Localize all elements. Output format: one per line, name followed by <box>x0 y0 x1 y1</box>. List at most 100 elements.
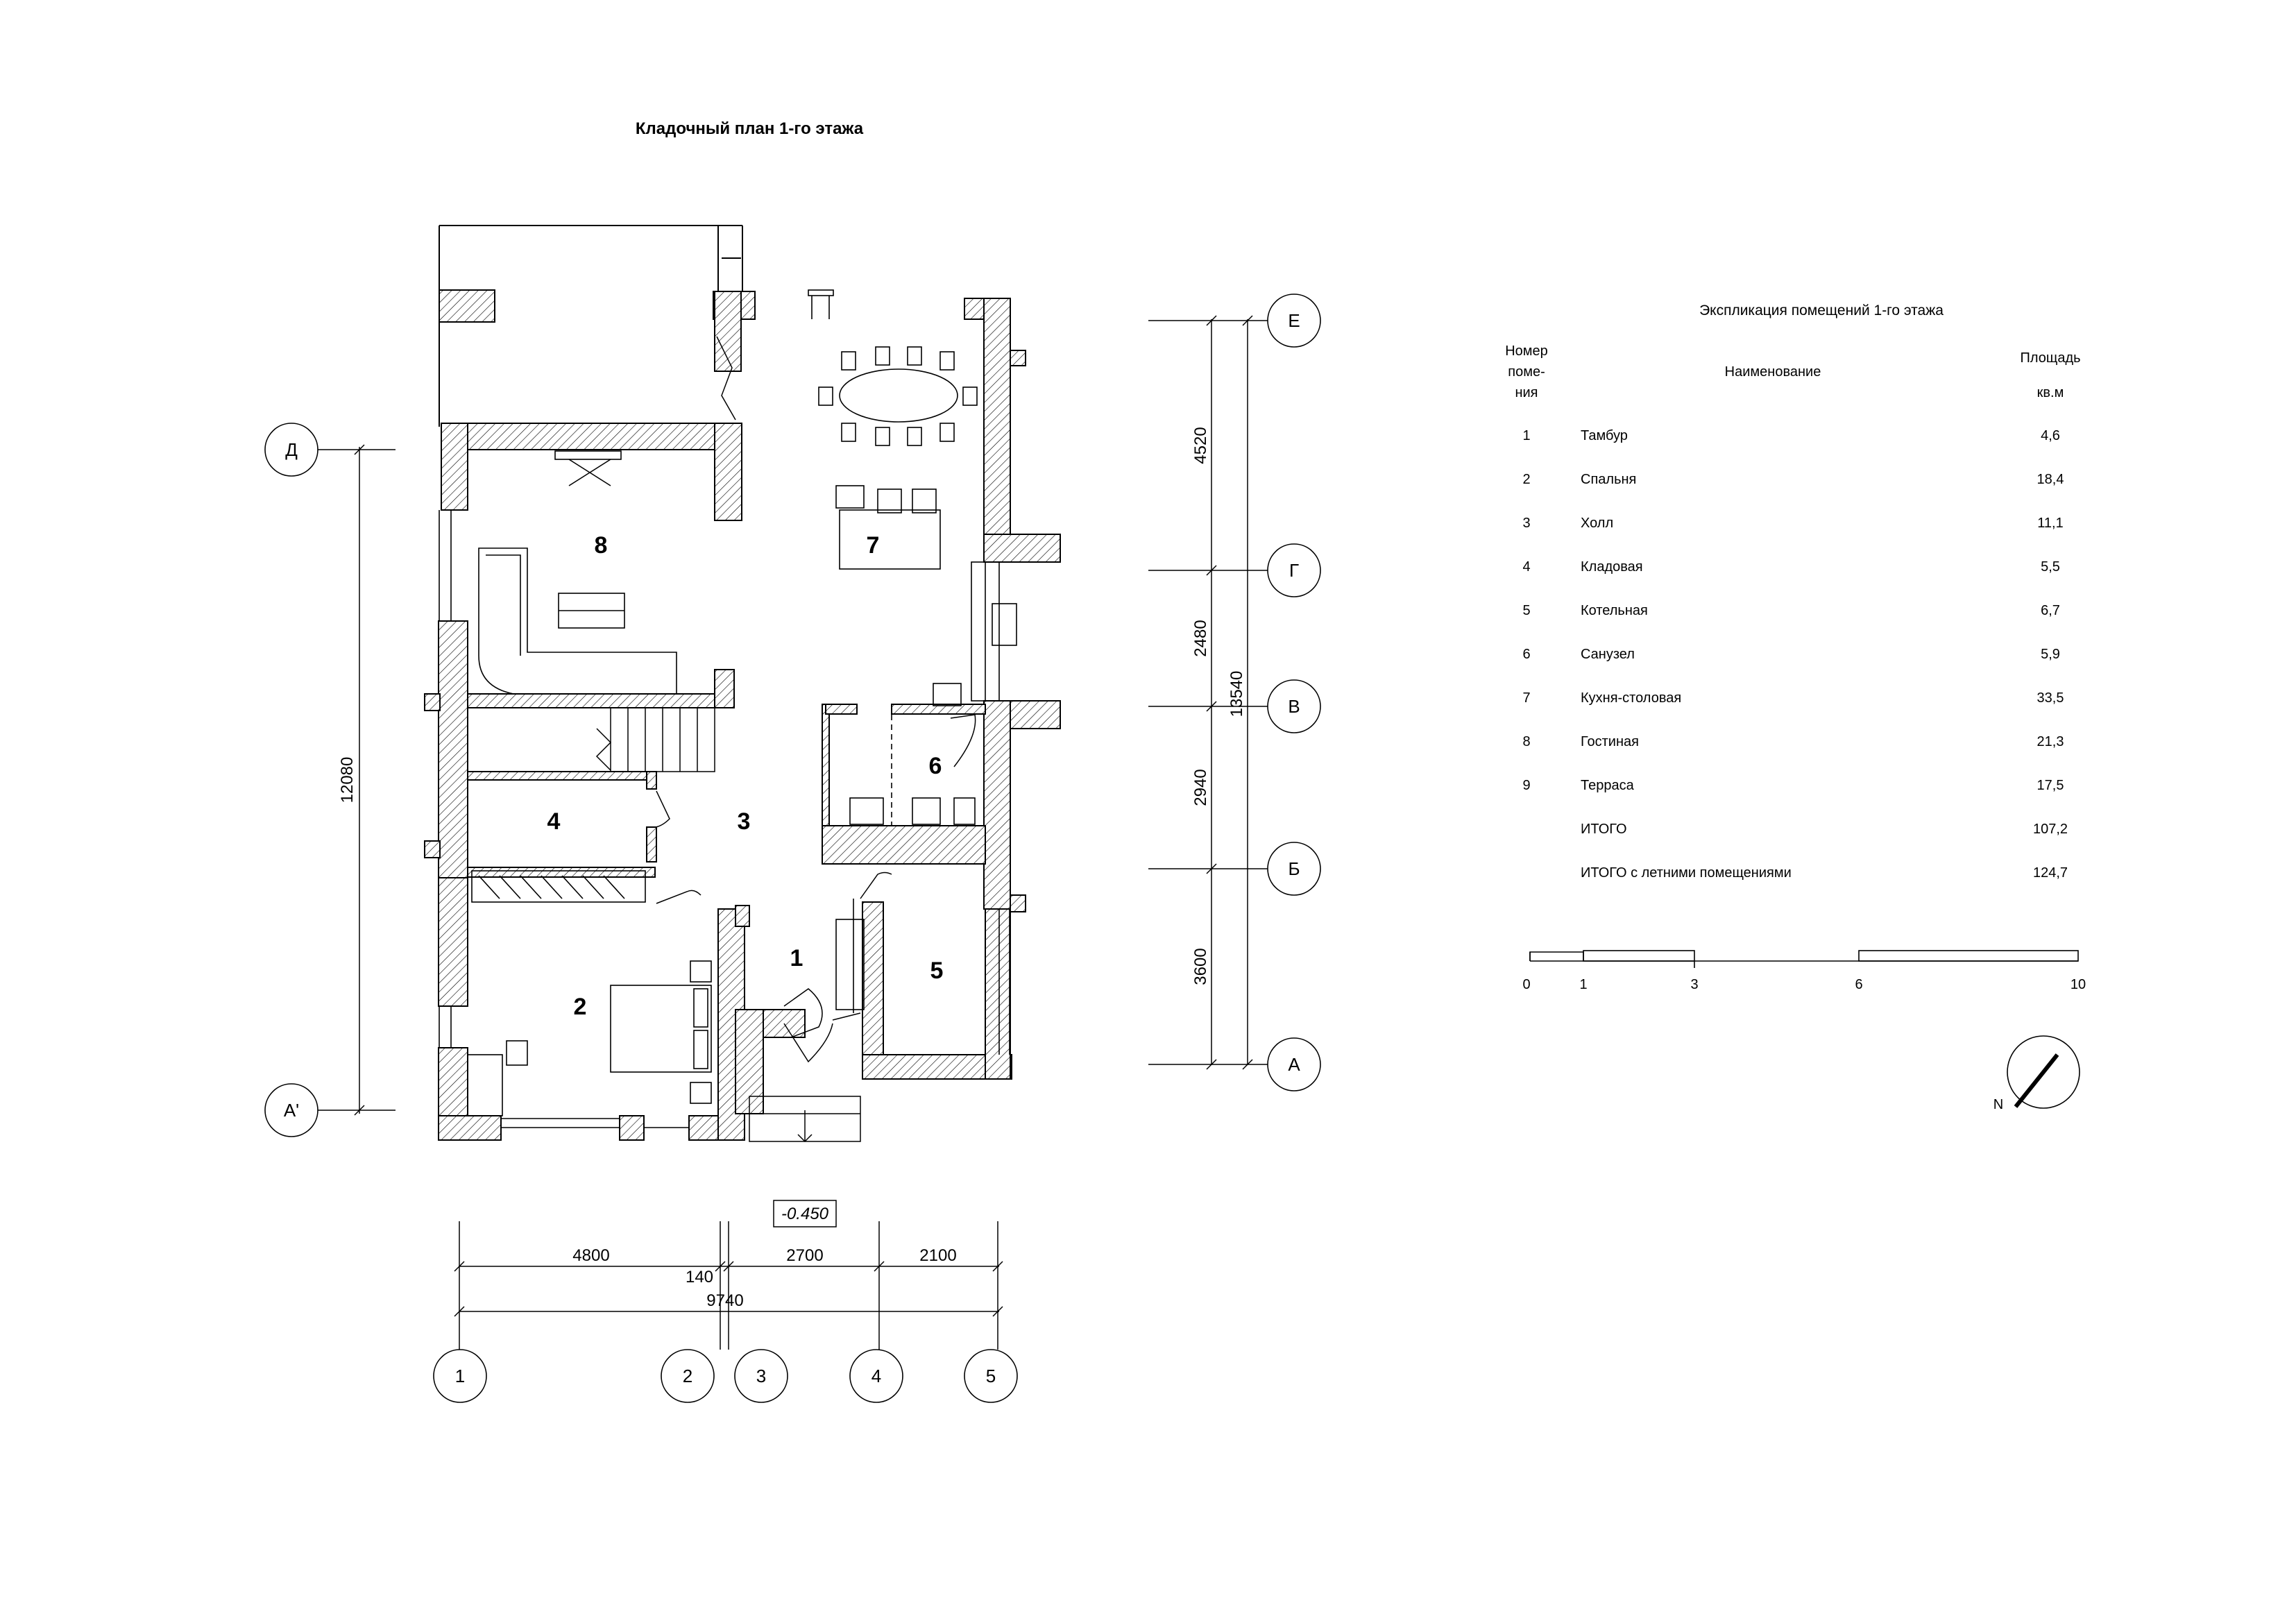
dim-bottom-4800: 4800 <box>572 1246 609 1265</box>
header-number-2: поме- <box>1508 364 1545 380</box>
table-row: 6 Санузел 5,9 <box>1522 647 2059 662</box>
row-area: 124,7 <box>2033 865 2068 881</box>
row-name: Кладовая <box>1581 559 1643 575</box>
axis-E: Е <box>1288 310 1300 331</box>
axis-5: 5 <box>986 1366 996 1386</box>
bedroom-set <box>467 870 865 1116</box>
row-num: 5 <box>1522 603 1530 618</box>
bathroom-fixtures <box>849 715 976 826</box>
staircase <box>595 707 715 772</box>
row-area: 4,6 <box>2041 428 2060 443</box>
room-5-number: 5 <box>930 958 944 984</box>
table-row: ИТОГО с летними помещениями 124,7 <box>1581 865 2068 881</box>
row-name: Тамбур <box>1581 428 1628 443</box>
row-name: Спальня <box>1581 472 1636 487</box>
dimension-lines <box>300 315 1275 1350</box>
dim-right-2480: 2480 <box>1191 620 1210 656</box>
row-area: 18,4 <box>2037 472 2064 487</box>
axis-4: 4 <box>871 1366 881 1386</box>
room-3-number: 3 <box>738 808 751 835</box>
explication-title: Экспликация помещений 1-го этажа <box>1699 303 1944 318</box>
room-6-number: 6 <box>929 753 942 779</box>
axis-G: Г <box>1289 560 1299 581</box>
windows <box>439 289 1010 1128</box>
row-num: 1 <box>1522 428 1530 443</box>
room-4-number: 4 <box>547 808 561 835</box>
room-7-number: 7 <box>867 532 880 559</box>
dim-bottom-2100: 2100 <box>919 1246 956 1265</box>
header-area-1: Площадь <box>2020 350 2080 366</box>
table-row: 5 Котельная 6,7 <box>1522 603 2059 618</box>
dim-right-3600: 3600 <box>1191 948 1210 985</box>
row-num: 2 <box>1522 472 1530 487</box>
axis-A: А <box>1288 1054 1300 1075</box>
table-row: 7 Кухня-столовая 33,5 <box>1522 690 2064 706</box>
header-name: Наименование <box>1725 364 1821 380</box>
table-row: 4 Кладовая 5,5 <box>1522 559 2059 575</box>
row-area: 5,9 <box>2041 647 2060 662</box>
dining-set <box>818 346 1017 706</box>
header-number-3: ния <box>1515 385 1538 400</box>
scale-label-1: 1 <box>1579 977 1587 992</box>
living-set <box>478 450 677 695</box>
entrance-steps <box>749 1096 861 1143</box>
axis-D: Д <box>285 439 298 460</box>
scale-bar <box>1529 950 2079 968</box>
row-area: 6,7 <box>2041 603 2060 618</box>
scale-label-10: 10 <box>2070 977 2086 992</box>
table-row: ИТОГО 107,2 <box>1581 822 2068 837</box>
axis-labels: 1 2 3 4 5 Е Г В Б А Д А' <box>284 310 1300 1386</box>
row-name: ИТОГО <box>1581 822 1627 837</box>
dim-left-total: 12080 <box>338 757 357 804</box>
axis-3: 3 <box>756 1366 766 1386</box>
row-num: 3 <box>1522 516 1530 531</box>
row-name: Холл <box>1581 516 1613 531</box>
axis-B: Б <box>1288 858 1300 879</box>
room-1-number: 1 <box>790 945 803 971</box>
row-area: 17,5 <box>2037 778 2064 793</box>
north-label: N <box>1993 1097 2003 1112</box>
room-8-number: 8 <box>595 532 608 559</box>
row-name: Кухня-столовая <box>1581 690 1681 706</box>
table-row: 2 Спальня 18,4 <box>1522 472 2064 487</box>
row-area: 33,5 <box>2037 690 2064 706</box>
header-number-1: Номер <box>1505 343 1548 359</box>
dim-bottom-140: 140 <box>686 1268 713 1286</box>
axis-V: В <box>1288 696 1300 717</box>
row-name: Терраса <box>1581 778 1635 793</box>
row-num: 8 <box>1522 734 1530 749</box>
scale-label-3: 3 <box>1690 977 1698 992</box>
dim-right-total: 13540 <box>1227 671 1246 717</box>
header-area-2: кв.м <box>2037 385 2064 400</box>
dim-bottom-2700: 2700 <box>786 1246 823 1265</box>
level-mark: -0.450 <box>781 1205 829 1223</box>
floor-plan: 1 2 3 4 5 6 7 8 -0.450 <box>424 225 1061 1227</box>
row-num: 4 <box>1522 559 1530 575</box>
row-num: 6 <box>1522 647 1530 662</box>
row-num: 7 <box>1522 690 1530 706</box>
dim-right-4520: 4520 <box>1191 427 1210 464</box>
table-row: 9 Терраса 17,5 <box>1522 778 2064 793</box>
row-name: ИТОГО с летними помещениями <box>1581 865 1792 881</box>
dimension-values: 4800 140 2700 2100 9740 4520 2480 2940 3… <box>338 427 1246 1310</box>
axis-markers <box>264 294 1321 1403</box>
scale-bar-labels: 0 1 3 6 10 <box>1522 977 2086 992</box>
row-area: 21,3 <box>2037 734 2064 749</box>
doors <box>655 336 976 1063</box>
row-name: Котельная <box>1581 603 1648 618</box>
walls <box>424 289 1061 1141</box>
table-row: 8 Гостиная 21,3 <box>1522 734 2064 749</box>
dim-right-2940: 2940 <box>1191 769 1210 806</box>
explication-table: Экспликация помещений 1-го этажа Номер п… <box>1505 303 2080 881</box>
dim-bottom-total: 9740 <box>706 1291 743 1310</box>
axis-2: 2 <box>683 1366 692 1386</box>
row-name: Гостиная <box>1581 734 1639 749</box>
north-arrow-icon <box>2007 1035 2080 1109</box>
room-2-number: 2 <box>574 994 587 1020</box>
terrace <box>439 225 743 427</box>
row-area: 5,5 <box>2041 559 2060 575</box>
row-name: Санузел <box>1581 647 1635 662</box>
row-num: 9 <box>1522 778 1530 793</box>
table-row: 1 Тамбур 4,6 <box>1522 428 2059 443</box>
